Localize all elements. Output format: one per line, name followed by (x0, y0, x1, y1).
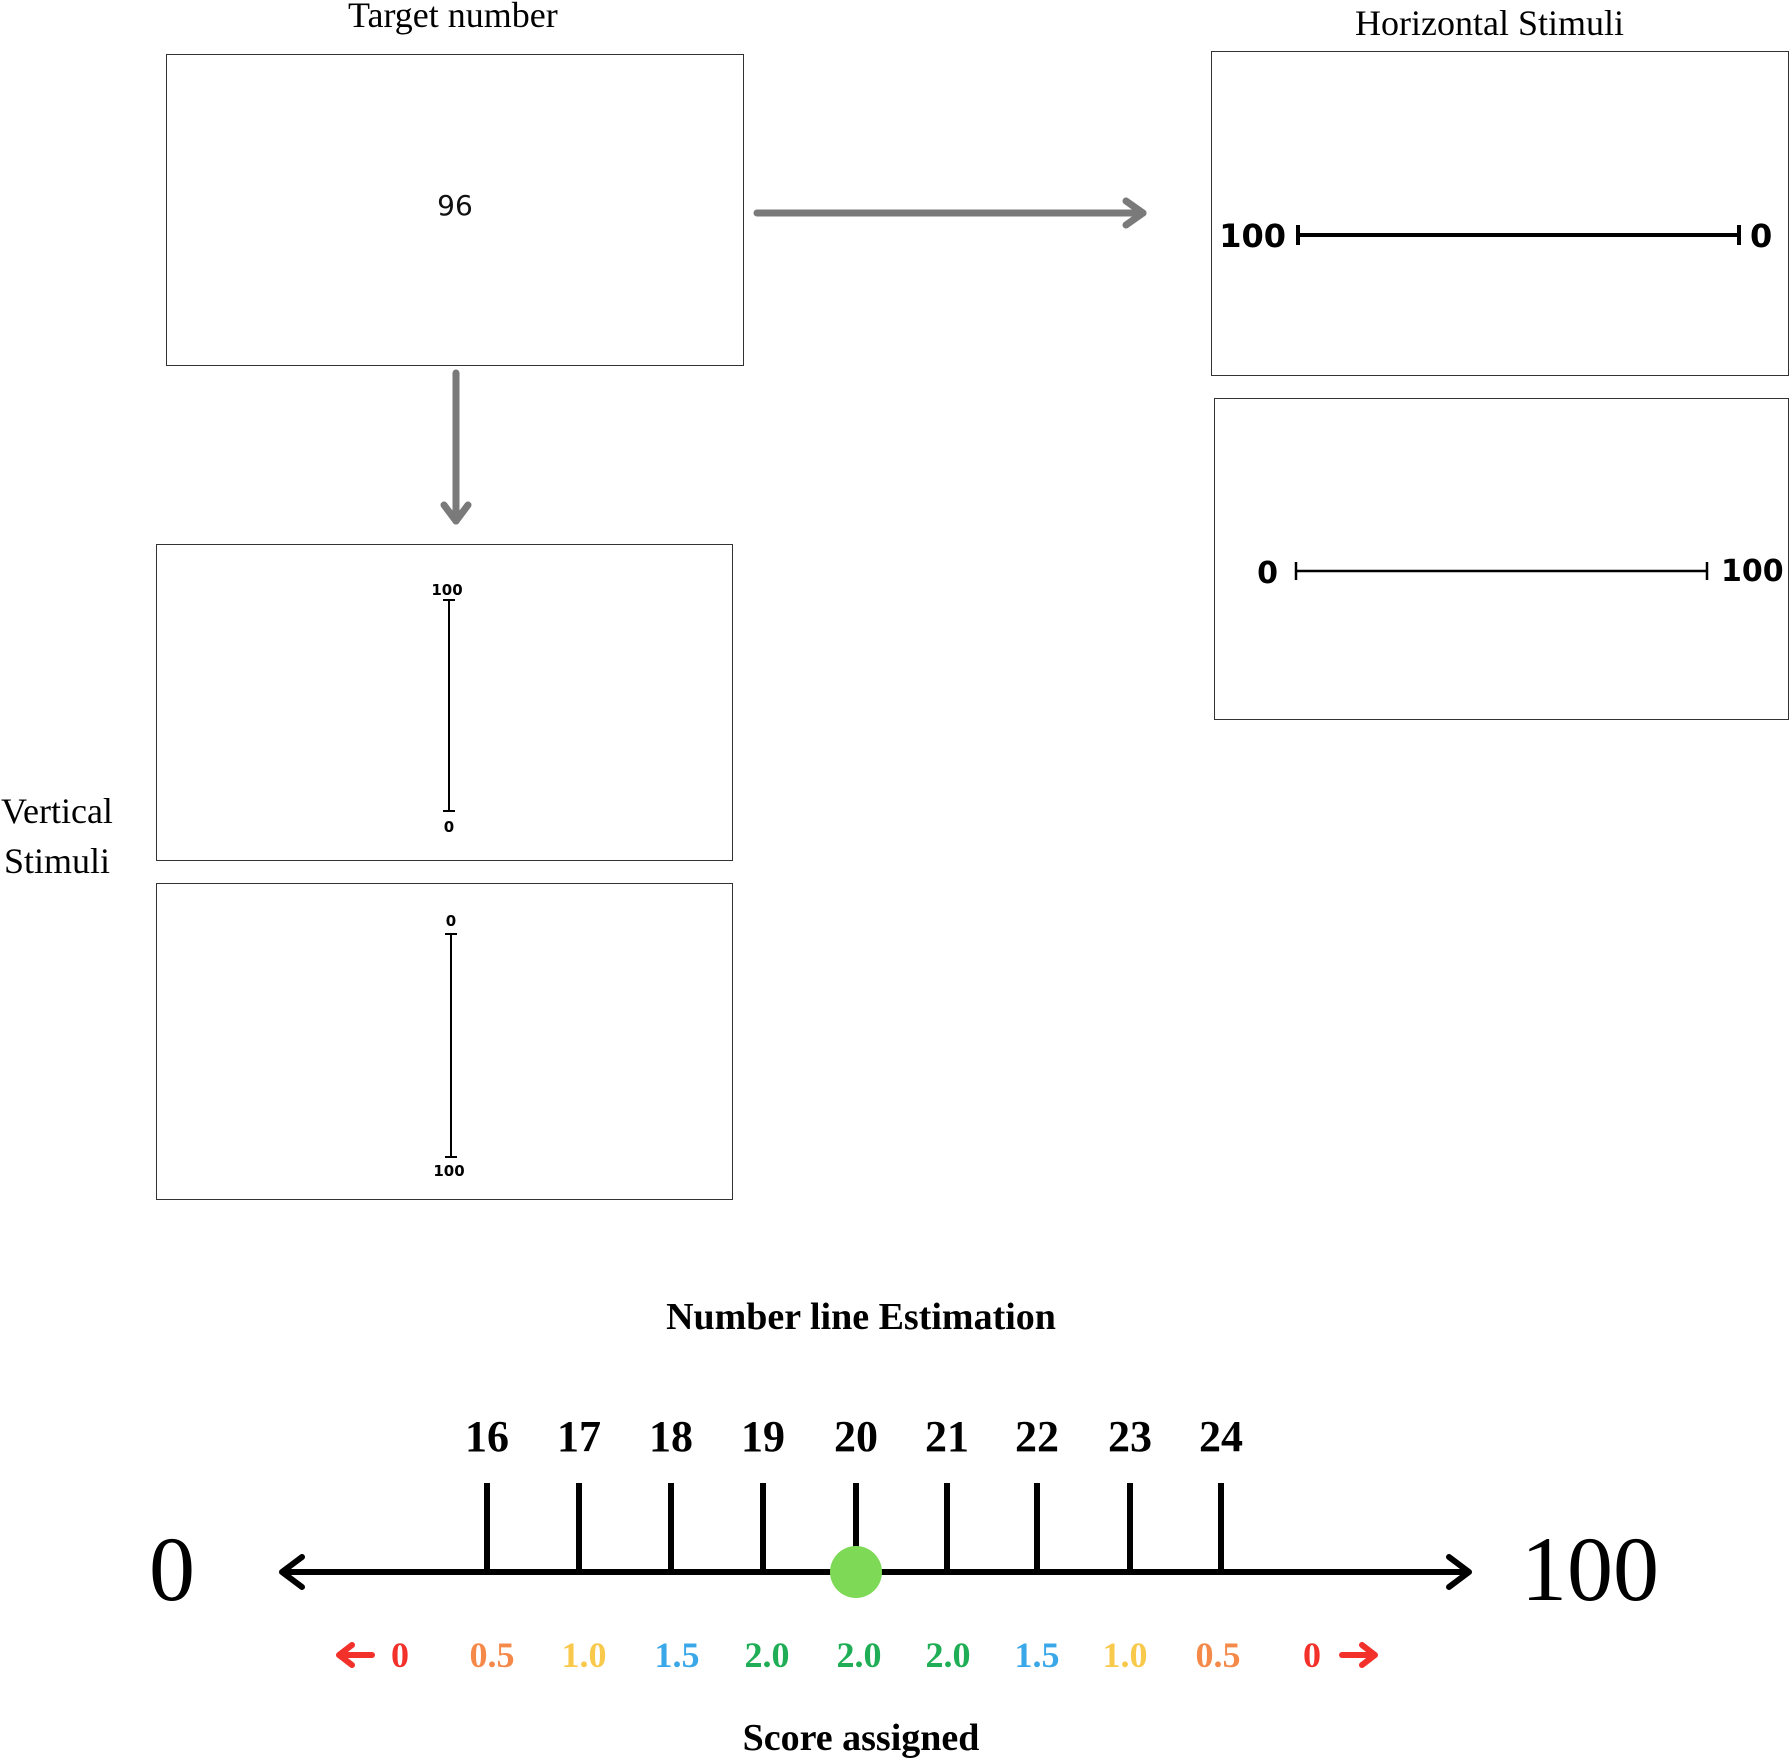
score-value: 2.0 (926, 1635, 971, 1675)
number-line-left-end: 0 (149, 1518, 195, 1620)
horizontal-stimulus-top (1211, 51, 1789, 376)
number-line-left-arrowhead (279, 1554, 305, 1590)
number-line-tick-label: 22 (1015, 1412, 1059, 1461)
score-value: 0.5 (470, 1635, 515, 1675)
number-line-tick-label: 18 (649, 1412, 693, 1461)
score-value: 1.0 (1103, 1635, 1148, 1675)
number-line-tick-label: 17 (557, 1412, 601, 1461)
horizontal-stimuli-title: Horizontal Stimuli (1355, 3, 1624, 43)
number-line-tick-label: 16 (465, 1412, 509, 1461)
score-value: 2.0 (837, 1635, 882, 1675)
score-value: 0 (391, 1635, 409, 1675)
number-line-right-arrowhead (1446, 1554, 1472, 1590)
number-line-tick-label: 20 (834, 1412, 878, 1461)
left-out-of-range-arrowhead (336, 1642, 355, 1668)
vertical-stimulus-bottom (156, 883, 733, 1200)
score-value: 1.5 (1015, 1635, 1060, 1675)
horizontal-stimulus-bottom (1214, 398, 1789, 720)
vertical-stimuli-title-line2: Stimuli (4, 841, 111, 881)
score-value: 0.5 (1196, 1635, 1241, 1675)
score-value: 2.0 (745, 1635, 790, 1675)
estimation-title: Number line Estimation (666, 1296, 1056, 1338)
score-value: 1.0 (562, 1635, 607, 1675)
target-number-title: Target number (348, 0, 558, 35)
score-assigned-label: Score assigned (742, 1717, 980, 1759)
number-line-tick-label: 19 (741, 1412, 785, 1461)
number-line-tick-label: 24 (1199, 1412, 1243, 1461)
target-number-box: 96 (166, 54, 744, 366)
number-line-tick-label: 23 (1108, 1412, 1152, 1461)
number-line-right-end: 100 (1521, 1518, 1659, 1620)
target-number-value: 96 (437, 189, 473, 222)
estimate-marker (830, 1546, 882, 1598)
vertical-stimuli-title-line1: Vertical (1, 791, 113, 831)
score-value: 1.5 (655, 1635, 700, 1675)
number-line-tick-label: 21 (925, 1412, 969, 1461)
right-out-of-range-arrowhead (1359, 1642, 1378, 1668)
vertical-stimulus-top (156, 544, 733, 861)
score-value: 0 (1303, 1635, 1321, 1675)
